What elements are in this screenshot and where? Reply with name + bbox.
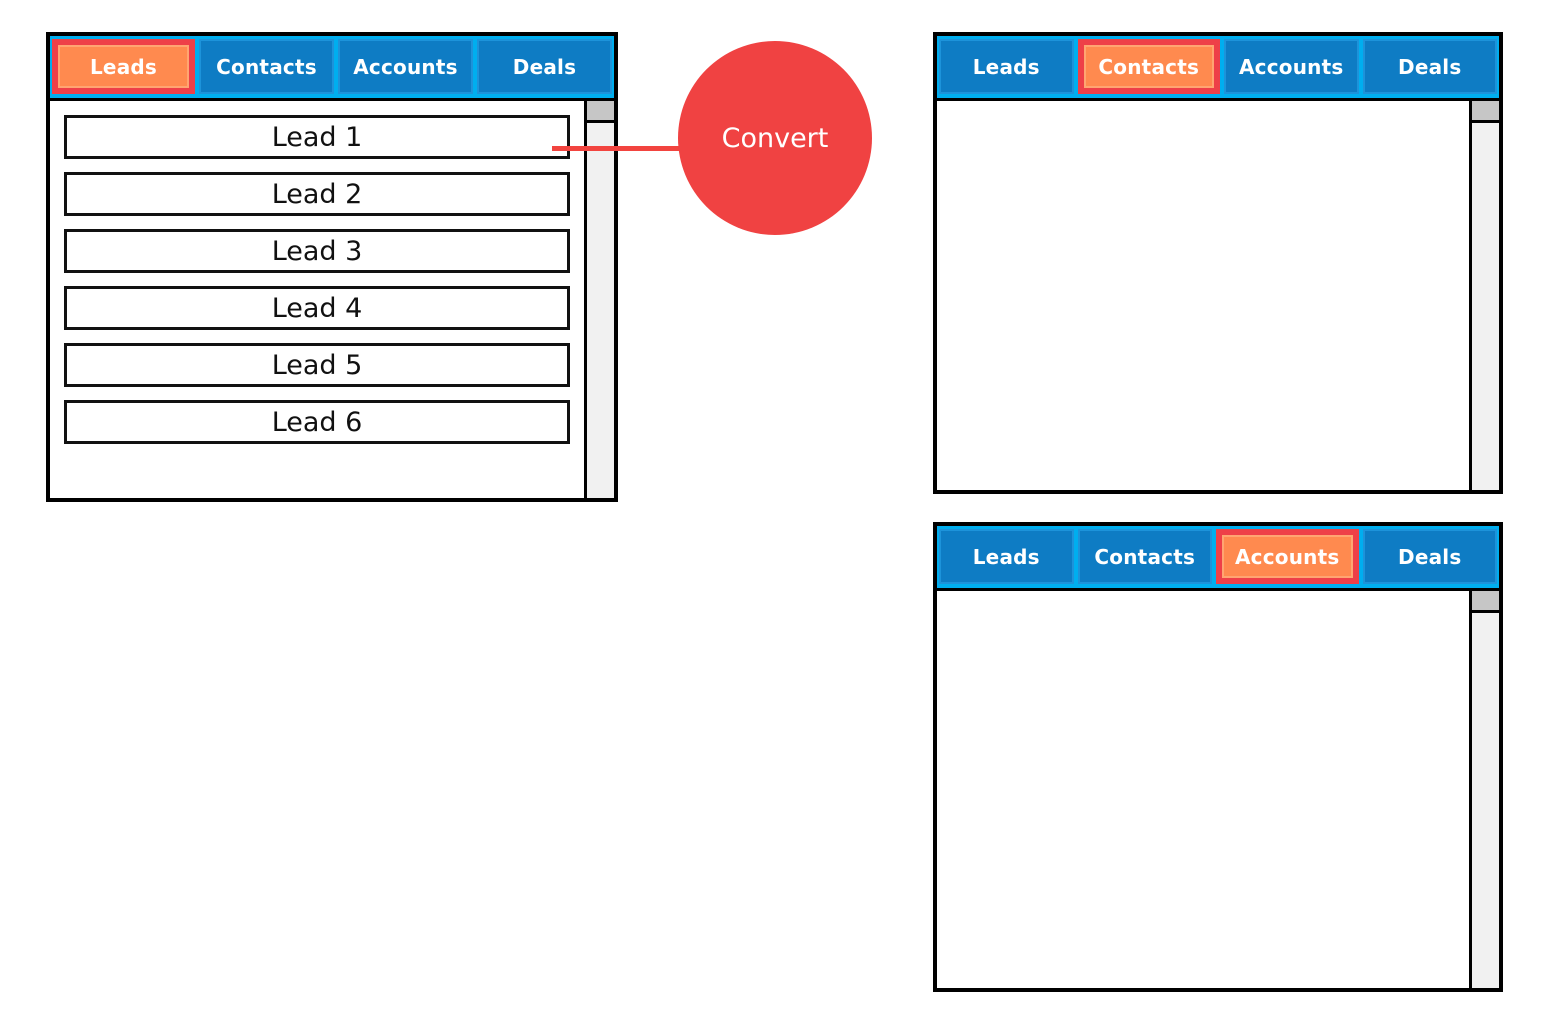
scrollbar-thumb[interactable]: [587, 101, 614, 123]
list-item[interactable]: Lead 2: [64, 172, 570, 216]
panel-leads: Leads Contacts Accounts Deals Lead 1 Lea…: [46, 32, 618, 502]
tab-label: Contacts: [1098, 54, 1200, 79]
list-item-label: Lead 2: [271, 178, 363, 210]
tab-accounts[interactable]: Accounts: [1216, 529, 1359, 584]
tab-deals[interactable]: Deals: [1362, 529, 1497, 584]
tab-label: Leads: [89, 54, 158, 79]
tab-label: Accounts: [1239, 54, 1344, 79]
tab-label: Accounts: [1235, 544, 1340, 569]
account-list: [937, 591, 1469, 988]
tab-label: Leads: [972, 54, 1040, 79]
tab-leads[interactable]: Leads: [52, 39, 195, 94]
convert-node-label: Convert: [721, 122, 829, 154]
scrollbar-thumb[interactable]: [1472, 591, 1499, 613]
list-item-label: Lead 6: [271, 406, 363, 438]
list-item[interactable]: Lead 4: [64, 286, 570, 330]
panel-body-contacts: [937, 98, 1499, 490]
tab-deals[interactable]: Deals: [477, 39, 612, 94]
convert-node[interactable]: Convert: [678, 41, 872, 235]
scrollbar-contacts[interactable]: [1469, 101, 1499, 490]
list-item[interactable]: Lead 6: [64, 400, 570, 444]
list-item-label: Lead 5: [271, 349, 363, 381]
tab-leads[interactable]: Leads: [939, 529, 1074, 584]
tab-accounts[interactable]: Accounts: [338, 39, 473, 94]
panel-accounts: Leads Contacts Accounts Deals: [933, 522, 1503, 992]
list-item[interactable]: Lead 3: [64, 229, 570, 273]
list-item[interactable]: Lead 5: [64, 343, 570, 387]
list-item-label: Lead 3: [271, 235, 363, 267]
tab-label: Leads: [972, 544, 1040, 569]
tab-label: Deals: [1398, 54, 1462, 79]
tabbar-contacts: Leads Contacts Accounts Deals: [937, 36, 1499, 98]
tabbar-accounts: Leads Contacts Accounts Deals: [937, 526, 1499, 588]
list-item-label: Lead 1: [271, 121, 363, 153]
panel-body-leads: Lead 1 Lead 2 Lead 3 Lead 4 Lead 5 Lead …: [50, 98, 614, 498]
scrollbar-accounts[interactable]: [1469, 591, 1499, 988]
tab-label: Contacts: [1094, 544, 1196, 569]
tab-label: Deals: [512, 54, 577, 79]
panel-contacts: Leads Contacts Accounts Deals: [933, 32, 1503, 494]
tab-label: Accounts: [353, 54, 458, 79]
tab-accounts[interactable]: Accounts: [1224, 39, 1359, 94]
scrollbar-thumb[interactable]: [1472, 101, 1499, 123]
tabbar-leads: Leads Contacts Accounts Deals: [50, 36, 614, 98]
scrollbar-track[interactable]: [587, 123, 614, 498]
lead-list: Lead 1 Lead 2 Lead 3 Lead 4 Lead 5 Lead …: [50, 101, 584, 498]
tab-deals[interactable]: Deals: [1362, 39, 1497, 94]
tab-label: Contacts: [216, 54, 317, 79]
connector-line-lead1-to-convert: [552, 146, 682, 151]
tab-contacts[interactable]: Contacts: [1077, 39, 1220, 94]
scrollbar-track[interactable]: [1472, 123, 1499, 490]
list-item[interactable]: Lead 1: [64, 115, 570, 159]
tab-contacts[interactable]: Contacts: [1077, 529, 1212, 584]
contact-list: [937, 101, 1469, 490]
panel-body-accounts: [937, 588, 1499, 988]
tab-leads[interactable]: Leads: [939, 39, 1074, 94]
tab-label: Deals: [1398, 544, 1462, 569]
scrollbar-leads[interactable]: [584, 101, 614, 498]
tab-contacts[interactable]: Contacts: [199, 39, 334, 94]
list-item-label: Lead 4: [271, 292, 363, 324]
scrollbar-track[interactable]: [1472, 613, 1499, 988]
